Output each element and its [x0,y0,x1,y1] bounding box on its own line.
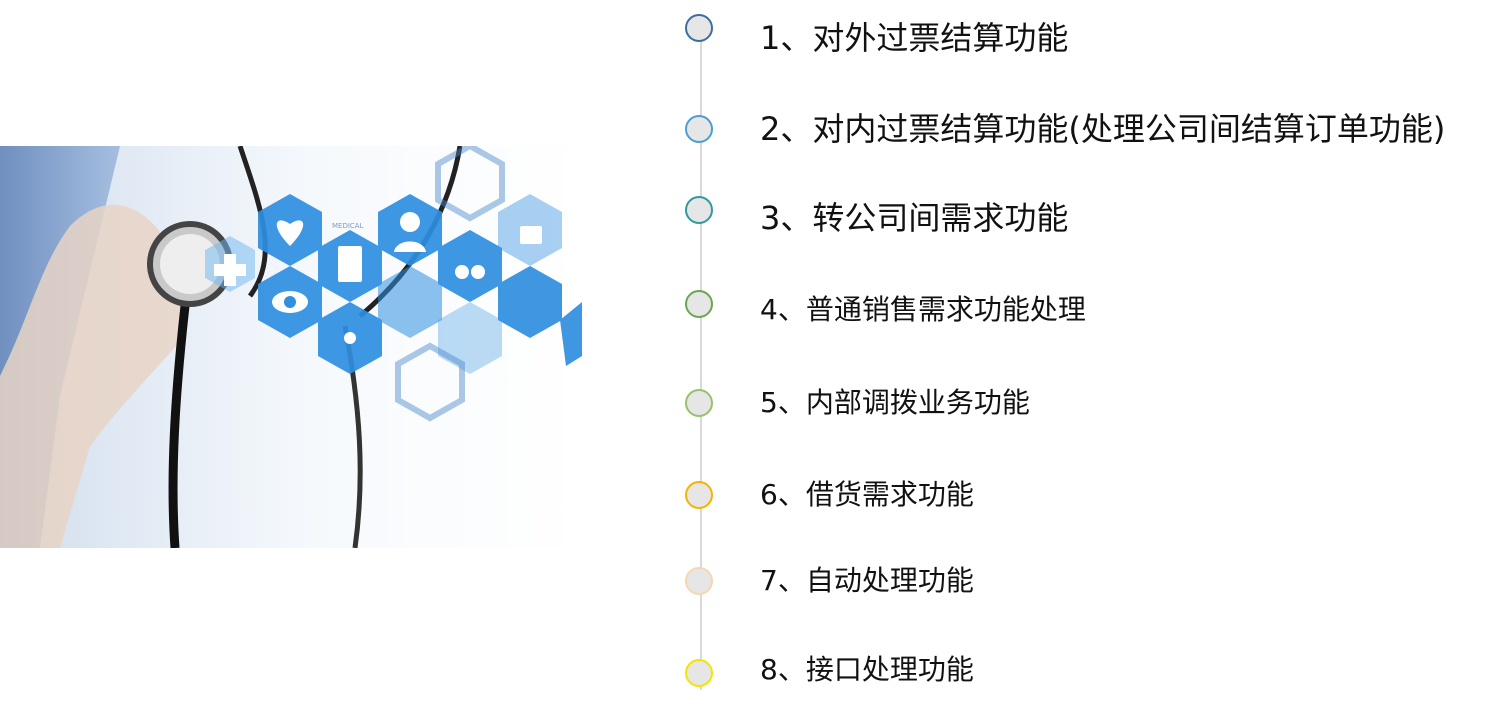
item-label-4: 4、普通销售需求功能处理 [760,293,1086,326]
item-label-7: 7、自动处理功能 [760,564,974,597]
item-label-8: 8、接口处理功能 [760,653,974,686]
timeline-line [700,30,702,690]
timeline-node-3 [685,196,713,224]
timeline-node-7 [685,567,713,595]
wheelchair-icon [378,266,442,338]
item-label-5: 5、内部调拨业务功能 [760,386,1030,419]
item-label-1: 1、对外过票结算功能 [760,19,1069,57]
timeline-node-5 [685,389,713,417]
timeline-node-8 [685,659,713,687]
hero-illustration: MEDICAL [0,146,582,548]
medical-hero-image: MEDICAL [0,146,582,548]
test-tubes-icon [438,302,502,374]
item-label-2: 2、对内过票结算功能(处理公司间结算订单功能) [760,110,1446,148]
hero-badge-text: MEDICAL [332,222,364,230]
syringe-icon [498,266,562,338]
timeline-node-1 [685,14,713,42]
timeline-node-2 [685,115,713,143]
item-label-6: 6、借货需求功能 [760,478,974,511]
item-label-3: 3、转公司间需求功能 [760,199,1069,237]
timeline-node-4 [685,290,713,318]
drops-icon [438,230,502,302]
timeline-node-6 [685,481,713,509]
